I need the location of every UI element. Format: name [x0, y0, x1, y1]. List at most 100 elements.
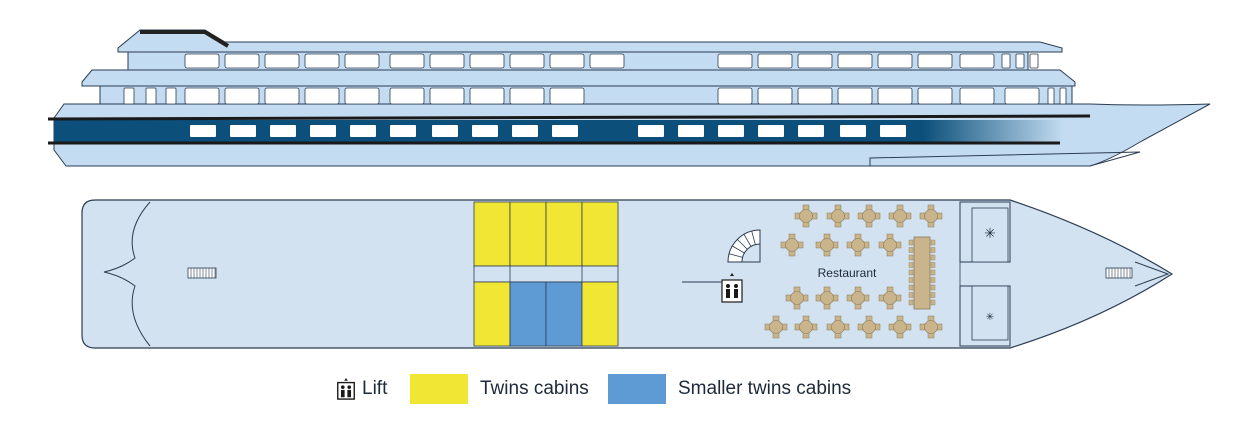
- window: [224, 53, 260, 69]
- chair: [930, 239, 936, 246]
- window: [344, 53, 380, 69]
- profile-windows: [123, 53, 1067, 137]
- snowflake-icon: ✳: [984, 226, 996, 242]
- window: [123, 87, 135, 105]
- porthole: [350, 125, 376, 137]
- hull-stripe-top: [47, 114, 1091, 121]
- chair: [908, 284, 914, 291]
- window: [469, 53, 505, 69]
- chair: [908, 239, 914, 246]
- window: [429, 53, 465, 69]
- round-table: [826, 315, 850, 339]
- restaurant-label: Restaurant: [818, 266, 877, 280]
- window: [877, 87, 913, 105]
- round-table: [888, 204, 912, 228]
- round-table: [846, 233, 870, 257]
- round-table: [826, 204, 850, 228]
- window: [264, 53, 300, 69]
- window: [717, 53, 753, 69]
- round-table: [815, 233, 839, 257]
- porthole: [390, 125, 416, 137]
- chair: [908, 292, 914, 298]
- smaller-twins-cabin: [545, 281, 583, 347]
- staircase-icon: [727, 229, 761, 263]
- smaller-twins-cabin: [509, 281, 547, 347]
- porthole: [638, 125, 664, 137]
- cabin-block: [473, 201, 619, 347]
- window: [184, 53, 220, 69]
- window: [165, 87, 177, 105]
- porthole: [758, 125, 784, 137]
- lift-icon: [721, 273, 743, 303]
- window: [1029, 53, 1039, 69]
- porthole: [718, 125, 744, 137]
- anchor-winch-icon: [1105, 267, 1133, 279]
- porthole: [432, 125, 458, 137]
- legend-lift-label: Lift: [362, 378, 388, 399]
- legend-lift: Lift: [336, 374, 387, 404]
- corridor: [473, 265, 619, 283]
- legend-smaller-twins-label: Smaller twins cabins: [678, 378, 852, 399]
- galley-room: [971, 207, 1009, 263]
- chair: [908, 277, 914, 283]
- chair: [930, 277, 936, 283]
- porthole: [798, 125, 824, 137]
- chair: [930, 254, 936, 261]
- window: [1059, 87, 1067, 105]
- sun-deck-rail: [140, 30, 230, 48]
- porthole: [840, 125, 866, 137]
- window: [145, 87, 157, 105]
- sun-deck: [117, 29, 1063, 53]
- window: [1001, 53, 1011, 69]
- round-table: [857, 315, 881, 339]
- twins-cabin: [545, 201, 583, 267]
- chair: [908, 299, 914, 306]
- lift-icon: [337, 378, 355, 400]
- window: [389, 53, 425, 69]
- window: [797, 87, 833, 105]
- round-table: [794, 315, 818, 339]
- middle-deck: [81, 69, 1076, 87]
- round-table: [919, 315, 943, 339]
- porthole: [310, 125, 336, 137]
- window: [877, 53, 913, 69]
- round-table: [794, 204, 818, 228]
- bow-tip: [1134, 261, 1170, 287]
- restaurant-tables: [764, 204, 943, 339]
- stern-curve: [103, 201, 151, 347]
- galley-room: [971, 285, 1009, 341]
- porthole: [678, 125, 704, 137]
- round-table: [764, 315, 788, 339]
- twins-cabin: [581, 201, 619, 267]
- window: [549, 87, 585, 105]
- round-table: [785, 286, 809, 310]
- hull-bow-detail: [869, 151, 1141, 167]
- window: [837, 87, 873, 105]
- chair: [930, 247, 936, 253]
- window: [757, 87, 793, 105]
- window: [589, 53, 625, 69]
- porthole: [190, 125, 216, 137]
- window: [469, 87, 505, 105]
- legend-twins: Twins cabins: [410, 374, 589, 404]
- deck-outline: [81, 199, 1174, 349]
- window: [959, 53, 995, 69]
- legend-smaller-twins: Smaller twins cabins: [608, 374, 851, 404]
- window: [1004, 87, 1040, 105]
- chair: [930, 262, 936, 268]
- window: [389, 87, 425, 105]
- window: [429, 87, 465, 105]
- porthole: [552, 125, 578, 137]
- smaller-twins-swatch: [608, 374, 666, 404]
- deck-plan: Restaurant ✳ ✳: [81, 199, 1174, 349]
- stern-grille: [187, 267, 217, 279]
- chair: [908, 247, 914, 253]
- round-table: [888, 315, 912, 339]
- window: [1015, 53, 1025, 69]
- porthole: [512, 125, 538, 137]
- window: [344, 87, 380, 105]
- window: [1047, 87, 1055, 105]
- round-table: [815, 286, 839, 310]
- twins-cabin: [509, 201, 547, 267]
